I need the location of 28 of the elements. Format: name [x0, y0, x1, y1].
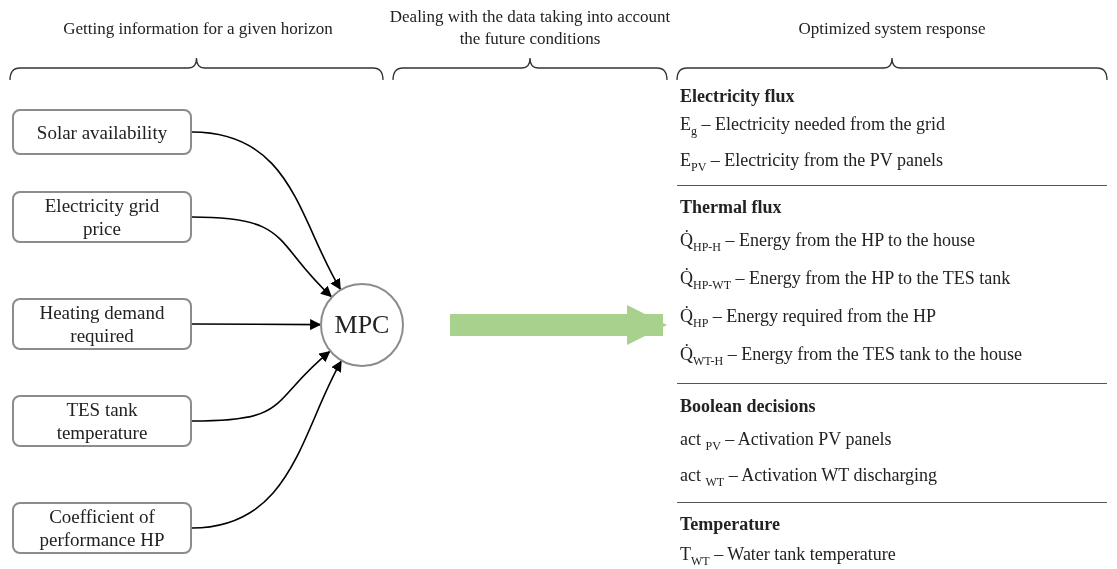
output-variable: Q̇$_{HP}$ – Energy required from the HP [680, 306, 936, 331]
arrow [191, 360, 342, 529]
arrow [191, 216, 332, 298]
column-heading: Dealing with the data taking into account the future conditions [388, 6, 672, 50]
controller-circle: MPC [320, 283, 404, 367]
output-variable: T$_{WT}$ – Water tank temperature [680, 544, 896, 569]
block-arrow [450, 305, 667, 345]
arrow [191, 350, 331, 422]
arrow [191, 319, 322, 331]
output-variable: E$_{PV}$ – Electricity from the PV panels [680, 150, 943, 175]
column-heading: Getting information for a given horizon [62, 18, 334, 40]
section-heading: Thermal flux [680, 197, 782, 218]
input-box: Coefficient of performance HP [12, 502, 192, 554]
output-variable: Q̇$_{HP-WT}$ – Energy from the HP to the TES tank [680, 268, 1011, 293]
section-heading: Temperature [680, 514, 780, 535]
input-box: Electricity grid price [12, 191, 192, 243]
section-heading: Boolean decisions [680, 396, 816, 417]
section-heading: Electricity flux [680, 86, 795, 107]
arrow [191, 131, 342, 290]
output-variable: E$_{g}$ – Electricity needed from the grid [680, 114, 945, 139]
column-heading: Optimized system response [797, 18, 987, 40]
output-variable: Q̇$_{HP-H}$ – Energy from the HP to the house [680, 230, 975, 255]
input-box: TES tank temperature [12, 395, 192, 447]
output-variable: Q̇$_{WT-H}$ – Energy from the TES tank to the house [680, 344, 1022, 369]
output-variable: act $_{PV}$ – Activation PV panels [680, 429, 892, 454]
output-variable: act $_{WT}$ – Activation WT discharging [680, 465, 938, 490]
input-box: Heating demand required [12, 298, 192, 350]
input-box: Solar availability [12, 109, 192, 155]
